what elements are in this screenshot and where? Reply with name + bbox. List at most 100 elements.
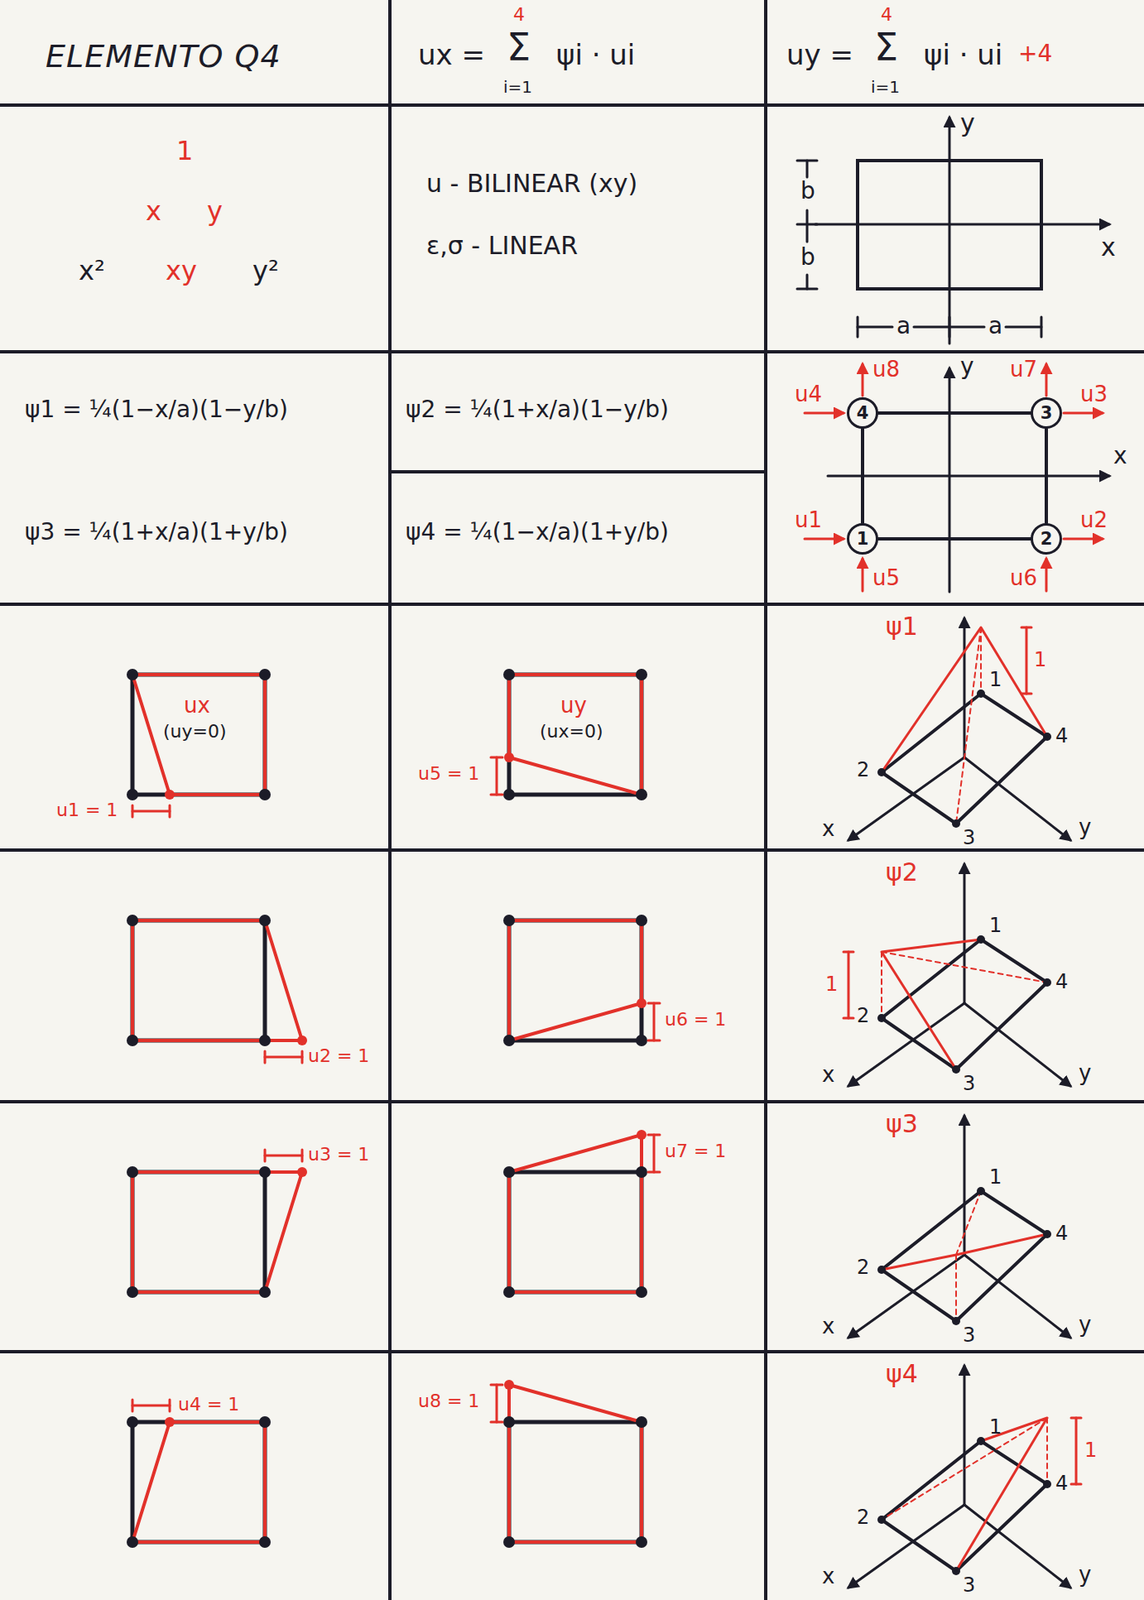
label: 1: [989, 914, 1002, 937]
label: u6 = 1: [664, 1009, 726, 1030]
label: ψ4: [885, 1360, 919, 1388]
displacement-tick: [301, 1149, 304, 1162]
label: u - BILINEAR (xy): [426, 169, 638, 198]
node-dot: [951, 1065, 961, 1074]
label: y: [1078, 815, 1092, 840]
node-dot: [951, 1317, 961, 1326]
shape-function-surface: [881, 627, 1048, 773]
displacement-mark: [653, 1134, 656, 1173]
dimension-tick: [948, 317, 952, 337]
node-dot: [503, 1536, 515, 1548]
deformed-shape: [509, 674, 642, 795]
displaced-node: [297, 1035, 308, 1046]
label: x: [821, 1314, 835, 1339]
label: 1: [989, 1166, 1002, 1188]
node-dot: [503, 1034, 515, 1047]
label: 4: [1055, 970, 1068, 993]
element-edge: [878, 537, 1031, 541]
label: a: [988, 313, 1003, 340]
displacement-tick: [301, 1051, 304, 1063]
dof-arrow: [1063, 538, 1103, 541]
label: 3: [962, 1324, 976, 1346]
displacement-tick: [168, 805, 172, 818]
node-dot: [976, 935, 986, 944]
deformed-shape: [509, 1134, 642, 1293]
label: ε,σ - LINEAR: [426, 231, 578, 260]
displaced-node: [504, 1379, 515, 1390]
dof-arrow: [1045, 364, 1048, 396]
node-dot: [1043, 732, 1052, 741]
label: u7 = 1: [664, 1141, 726, 1162]
label: i=1: [870, 77, 900, 97]
label: ψ1 = ¼(1−x/a)(1−y/b): [24, 397, 289, 423]
label: 2: [856, 1004, 870, 1027]
dimension-tick: [856, 317, 860, 337]
shape-function-surface: [956, 627, 981, 824]
displacement-mark: [132, 1404, 170, 1408]
label: 2: [856, 1256, 870, 1279]
node-dot: [635, 1286, 648, 1298]
node-dot: [877, 768, 886, 777]
grid-line: [0, 602, 1144, 606]
node-number: 3: [1040, 404, 1053, 423]
shape-function-surface: [1046, 1417, 1048, 1485]
label: y: [206, 197, 223, 226]
node-dot: [126, 668, 139, 681]
node-dot: [259, 1536, 271, 1548]
node-dot: [126, 1416, 139, 1428]
height-mark: [1025, 627, 1029, 694]
dof-arrow: [861, 364, 865, 396]
dimension-line: [806, 210, 809, 242]
shape-function-surface: [956, 1417, 1048, 1572]
label: 4: [880, 4, 893, 25]
node-dot: [259, 668, 271, 681]
label: u8 = 1: [418, 1391, 480, 1412]
label: u5 = 1: [418, 764, 480, 784]
node-number: 1: [856, 530, 870, 548]
displacement-mark: [264, 1056, 303, 1059]
element-outline: [132, 674, 265, 795]
axis: [848, 1254, 965, 1338]
dimension-tick: [1040, 317, 1044, 337]
dof-arrow: [1063, 412, 1103, 415]
deformed-shape: [132, 1422, 265, 1543]
displaced-node: [636, 1129, 647, 1140]
element-outline: [132, 920, 265, 1041]
node-dot: [1043, 1480, 1052, 1489]
displacement-tick: [490, 1384, 503, 1387]
title: ELEMENTO Q4: [45, 39, 282, 75]
element-edge: [1044, 428, 1048, 524]
node-number: 2: [1040, 530, 1053, 548]
label: ux =: [418, 39, 486, 71]
label: 4: [1055, 725, 1068, 747]
label: x: [821, 817, 835, 842]
node-dot: [635, 1536, 648, 1548]
label: u1 = 1: [56, 800, 118, 821]
label: 2: [856, 759, 870, 781]
node-dot: [635, 788, 648, 801]
label: ux: [183, 693, 211, 718]
displacement-tick: [648, 1002, 660, 1005]
axis: [827, 475, 1110, 478]
node-dot: [259, 788, 271, 801]
deformed-shape: [509, 920, 642, 1041]
node-dot: [503, 1166, 515, 1178]
node-dot: [126, 788, 139, 801]
label: 1: [1084, 1439, 1097, 1462]
shape-function-surface: [880, 951, 883, 1019]
grid-line: [389, 470, 766, 474]
height-tick: [1071, 1483, 1082, 1486]
node-dot: [126, 1034, 139, 1047]
element-base: [881, 1191, 1048, 1322]
label: x²: [78, 256, 106, 286]
axis: [815, 223, 1110, 226]
element-edge: [878, 411, 1031, 415]
label: u2 = 1: [307, 1046, 370, 1067]
axis: [963, 618, 967, 758]
label: 3: [962, 826, 976, 849]
height-mark: [1075, 1417, 1078, 1485]
deformed-shape: [132, 674, 265, 795]
label: ψ2: [885, 858, 919, 886]
label: x: [145, 197, 162, 226]
